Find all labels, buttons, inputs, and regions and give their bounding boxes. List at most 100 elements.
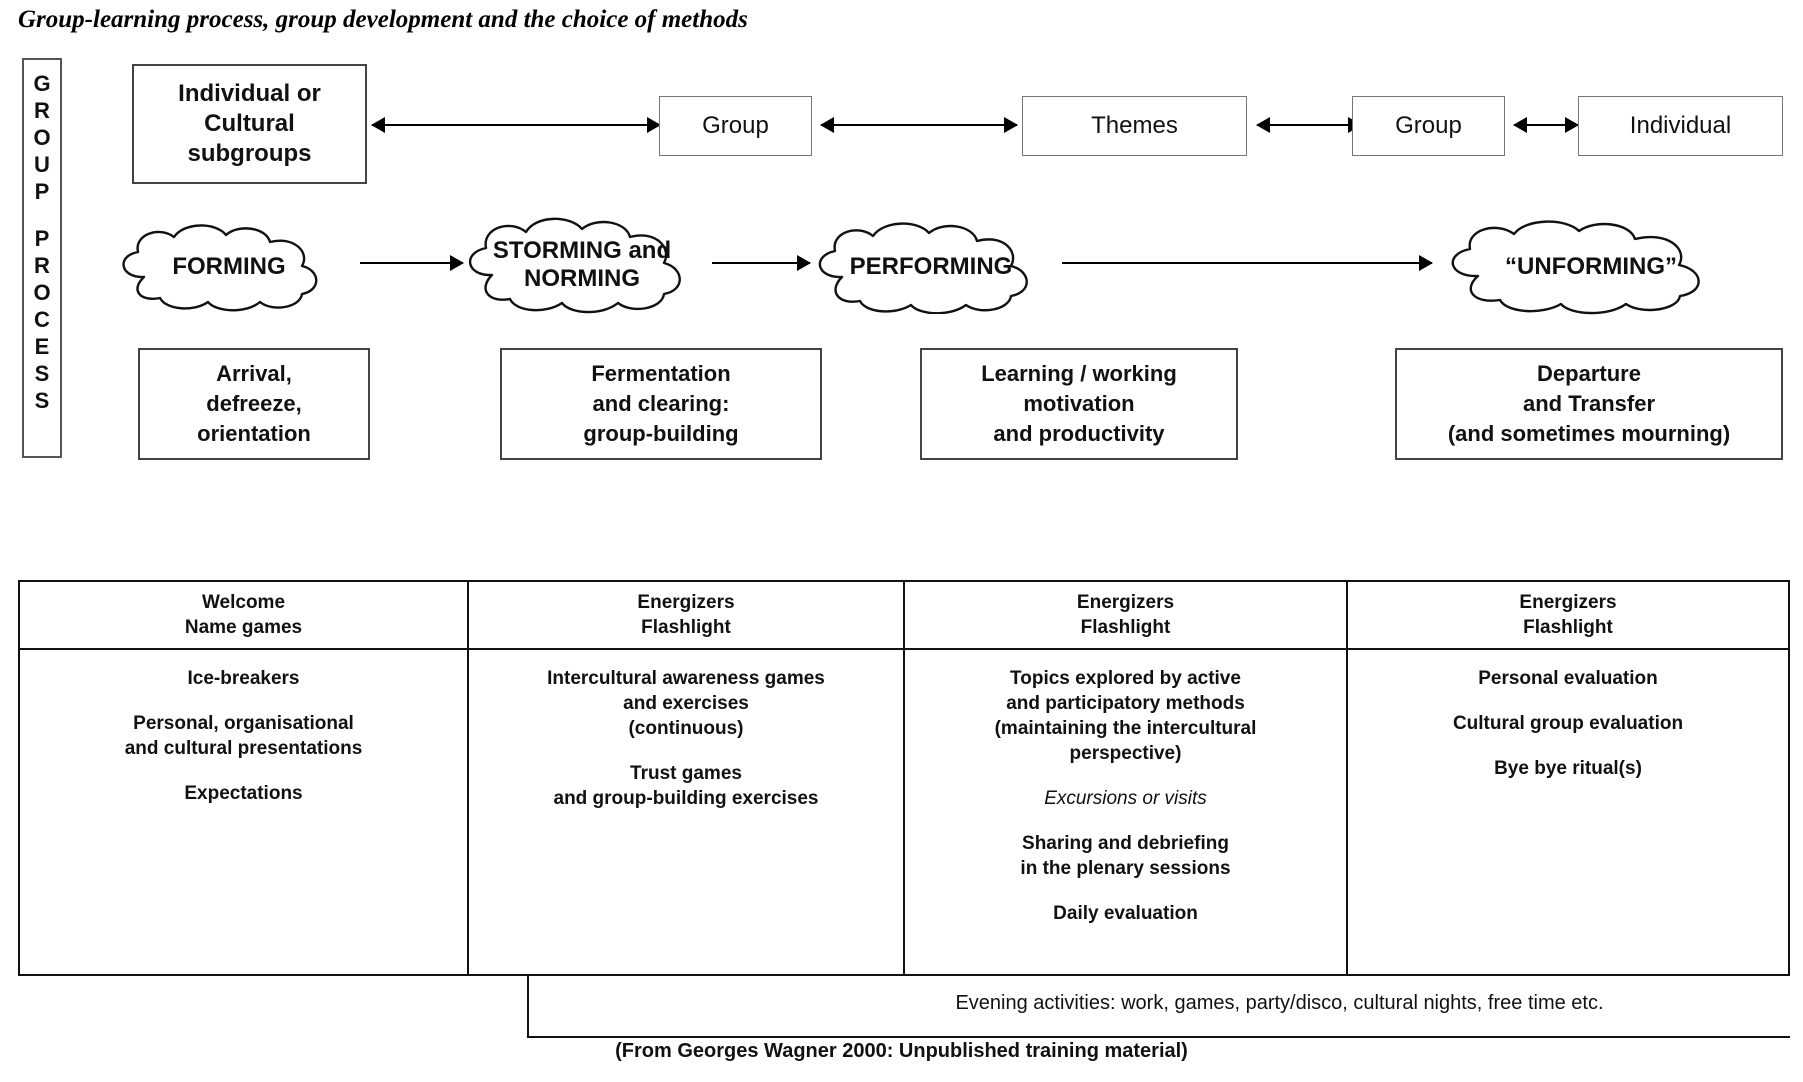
group-process-rail: G R O U P P R O C E S S — [22, 58, 62, 458]
method-entry: Trust games and group-building exercises — [554, 761, 819, 811]
phase-line: orientation — [197, 421, 311, 446]
rail-char: S — [34, 361, 50, 386]
box-label: Group — [1395, 112, 1462, 139]
table-header-cell: Energizers Flashlight — [903, 582, 1346, 648]
method-entry: Personal evaluation — [1478, 666, 1658, 691]
table-cell-performing-methods: Topics explored by active and participat… — [903, 650, 1346, 974]
table-cell-forming-methods: Ice-breakers Personal, organisational an… — [20, 650, 467, 974]
evening-activities-bar: Evening activities: work, games, party/d… — [527, 976, 1790, 1038]
entry-line: (continuous) — [628, 718, 744, 739]
method-entry: Intercultural awareness games and exerci… — [547, 666, 825, 741]
cloud-storming-and-norming: STORMING and NORMING — [450, 215, 714, 315]
method-entry: Sharing and debriefing in the plenary se… — [1020, 831, 1230, 881]
entry-line: Expectations — [184, 783, 303, 804]
method-entry: Ice-breakers — [188, 666, 300, 691]
phase-box-departure: Departure and Transfer (and sometimes mo… — [1395, 348, 1783, 460]
table-header-cell: Energizers Flashlight — [467, 582, 903, 648]
entry-line: Daily evaluation — [1053, 903, 1198, 924]
method-entry: Topics explored by active and participat… — [995, 666, 1257, 766]
entry-line: and group-building exercises — [553, 788, 819, 809]
rail-char: O — [33, 280, 51, 305]
rail-char: P — [34, 226, 50, 251]
source-credit: (From Georges Wagner 2000: Unpublished t… — [615, 1040, 1188, 1062]
connector-group-to-individual — [1513, 117, 1579, 133]
entry-line: Personal evaluation — [1478, 668, 1658, 689]
entry-line: Personal, organisational — [133, 713, 354, 734]
rail-char: C — [34, 307, 50, 332]
entry-line: Trust games — [630, 763, 742, 784]
phase-box-fermentation: Fermentation and clearing: group-buildin… — [500, 348, 822, 460]
phase-line: group-building — [583, 421, 739, 446]
rail-char: U — [34, 152, 50, 177]
table-header-cell: Energizers Flashlight — [1346, 582, 1788, 648]
table-header-cell: Welcome Name games — [20, 582, 467, 648]
entry-line: in the plenary sessions — [1020, 858, 1231, 879]
header-line: Flashlight — [641, 617, 731, 638]
connector-subgroups-to-group — [371, 117, 661, 133]
box-group-right: Group — [1352, 96, 1505, 156]
phase-box-learning: Learning / working motivation and produc… — [920, 348, 1238, 460]
phase-line: motivation — [1023, 391, 1135, 416]
entry-line: and exercises — [623, 693, 749, 714]
box-individual: Individual — [1578, 96, 1783, 156]
header-line: Energizers — [1076, 592, 1175, 613]
rail-char: P — [34, 179, 50, 204]
cloud-shape — [122, 224, 318, 312]
entry-line: (maintaining the intercultural — [994, 718, 1257, 739]
method-entry-excursions: Excursions or visits — [1044, 786, 1207, 811]
entry-line: perspective) — [1069, 743, 1182, 764]
cloud-performing: PERFORMING — [800, 220, 1062, 314]
cloud-unforming: “UNFORMING” — [1430, 218, 1752, 316]
method-entry: Daily evaluation — [1053, 901, 1198, 926]
rail-char: O — [33, 125, 51, 150]
connector-performing-to-unforming — [1062, 255, 1433, 271]
phase-line: Departure — [1537, 361, 1641, 386]
evening-activities-text: Evening activities: work, games, party/d… — [955, 991, 1604, 1014]
header-line: Name games — [184, 617, 303, 638]
page-title: Group-learning process, group developmen… — [18, 6, 748, 33]
phase-line: and clearing: — [592, 391, 730, 416]
phase-line: Learning / working — [981, 361, 1177, 386]
entry-line: Cultural group evaluation — [1452, 713, 1684, 734]
header-line: Energizers — [1519, 592, 1617, 613]
rail-char: R — [34, 98, 50, 123]
entry-line: and cultural presentations — [124, 738, 363, 759]
box-line: subgroups — [187, 140, 312, 167]
entry-line: Topics explored by active — [1010, 668, 1241, 689]
header-line: Flashlight — [1523, 617, 1613, 638]
box-label: Individual — [1629, 112, 1732, 139]
method-entry: Cultural group evaluation — [1453, 711, 1683, 736]
header-line: Flashlight — [1080, 617, 1171, 638]
cloud-shape — [468, 217, 681, 314]
phase-line: and productivity — [993, 421, 1165, 446]
box-label: Group — [702, 112, 769, 139]
method-entry: Personal, organisational and cultural pr… — [125, 711, 363, 761]
box-line: Cultural — [204, 110, 295, 137]
box-label: Themes — [1091, 112, 1178, 139]
rail-char: S — [34, 388, 50, 413]
method-entry: Expectations — [184, 781, 302, 806]
box-group-left: Group — [659, 96, 812, 156]
box-themes: Themes — [1022, 96, 1247, 156]
phase-box-arrival: Arrival, defreeze, orientation — [138, 348, 370, 460]
header-line: Energizers — [637, 592, 735, 613]
cloud-shape — [818, 222, 1028, 314]
cloud-forming: FORMING — [104, 222, 354, 312]
rail-char: R — [34, 253, 50, 278]
table-cell-storming-methods: Intercultural awareness games and exerci… — [467, 650, 903, 974]
connector-forming-to-storming — [360, 255, 464, 271]
phase-line: (and sometimes mourning) — [1447, 421, 1731, 446]
box-individual-or-cultural-subgroups: Individual or Cultural subgroups — [132, 64, 367, 184]
method-entry: Bye bye ritual(s) — [1494, 756, 1642, 781]
methods-table: Welcome Name games Energizers Flashlight… — [18, 580, 1790, 976]
phase-line: Fermentation — [591, 361, 731, 386]
entry-line: Bye bye ritual(s) — [1494, 758, 1642, 779]
rail-char: E — [34, 334, 50, 359]
cloud-shape — [1451, 220, 1700, 315]
table-cell-unforming-methods: Personal evaluation Cultural group evalu… — [1346, 650, 1788, 974]
entry-line: Ice-breakers — [187, 668, 300, 689]
connector-group-to-themes — [820, 117, 1018, 133]
phase-line: and Transfer — [1522, 391, 1656, 416]
entry-line: Intercultural awareness games — [547, 668, 825, 689]
phase-line: defreeze, — [206, 391, 302, 416]
